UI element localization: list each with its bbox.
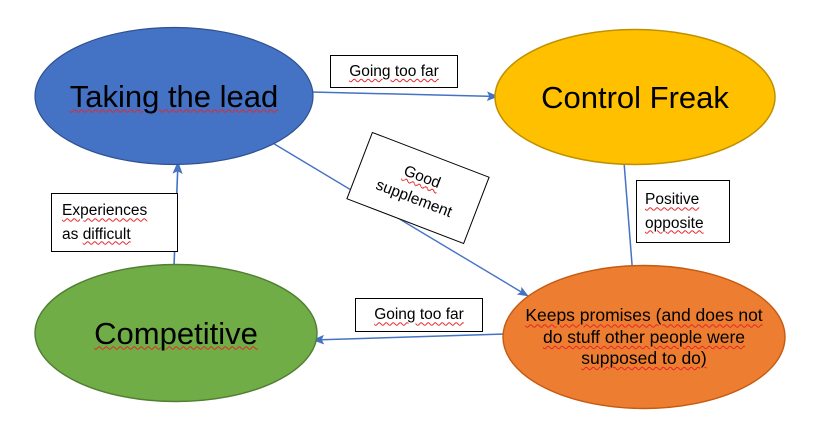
edge-label-going-too-far-bottom[interactable]: Going too far [355, 298, 483, 332]
ellipse-keeps-promises[interactable] [502, 264, 786, 410]
edge-label-difficult-word: difficult [82, 225, 131, 243]
node-label-competitive: Competitive [94, 315, 258, 351]
node-label-keeps-promises-line-3: supposed to do) [581, 348, 707, 369]
edge-label-going-too-far-bottom-text: Going too far [374, 306, 464, 324]
edge-label-positive-opposite-line-1: Positive [645, 191, 700, 209]
edge-label-going-too-far-top-text: Going too far [349, 62, 439, 80]
node-label-control-freak: Control Freak [541, 79, 729, 115]
node-taking-the-lead[interactable]: Taking the lead [35, 28, 313, 165]
ellipse-competitive[interactable] [34, 263, 318, 403]
edge-label-experiences-as-difficult[interactable]: Experiences as difficult [51, 193, 178, 252]
node-competitive[interactable]: Competitive [35, 265, 317, 402]
edge-label-going-too-far-top[interactable]: Going too far [330, 55, 458, 88]
node-label-taking-the-lead: Taking the lead [69, 78, 279, 114]
edge-label-positive-opposite[interactable]: Positive opposite [636, 180, 730, 243]
node-label-keeps-promises-line-2: do stuff other people were [542, 326, 746, 347]
edge-label-positive-opposite-line-2: opposite [645, 214, 704, 232]
edge-label-experiences-as-difficult-line-1: Experiences [62, 202, 148, 220]
arrow-taking-the-lead-to-control-freak [310, 91, 499, 102]
arrow-control-freak-to-keeps-promises [623, 161, 637, 278]
node-label-keeps-promises-line-1: Keeps promises (and does not [525, 305, 763, 326]
edge-label-experiences-as-difficult-line-2: as difficult [62, 223, 131, 246]
node-keeps-promises[interactable]: Keeps promises (and does not do stuff ot… [503, 266, 785, 409]
edge-label-as-word: as [62, 225, 83, 243]
arrow-keeps-promises-to-competitive [312, 333, 506, 345]
node-control-freak[interactable]: Control Freak [495, 30, 775, 165]
